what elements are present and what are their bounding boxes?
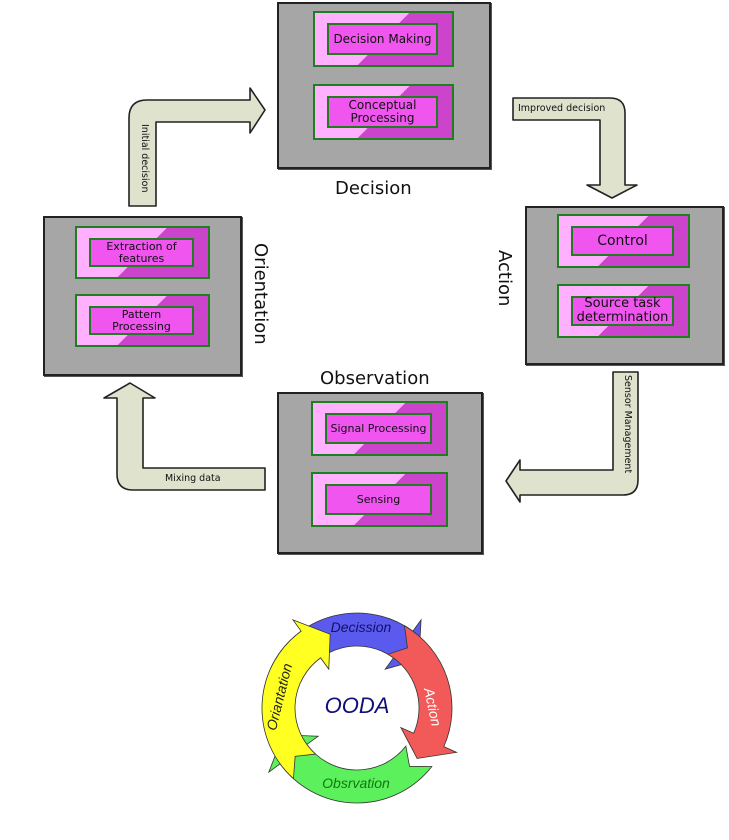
decision-making-item: Decision Making bbox=[313, 11, 454, 67]
flow-arrows bbox=[103, 87, 639, 503]
control-label: Control bbox=[571, 226, 674, 256]
mixing-data-arrow bbox=[103, 382, 266, 491]
observation-segment-label: Obsrvation bbox=[322, 775, 390, 791]
decision-segment-label: Decission bbox=[331, 619, 392, 635]
observation-segment-arrow bbox=[267, 734, 433, 804]
action-segment-label: Action bbox=[421, 685, 445, 728]
action-panel-title: Action bbox=[494, 250, 515, 307]
source-task-determination-item: Source task determination bbox=[557, 284, 690, 338]
orientation-segment-label: Oriantation bbox=[263, 661, 295, 732]
conceptual-processing-item: Conceptual Processing bbox=[313, 84, 454, 140]
sensing-item: Sensing bbox=[311, 472, 448, 527]
decision-segment-arrow bbox=[270, 612, 422, 683]
initial-decision-label: Initial decision bbox=[139, 124, 150, 193]
decision-panel-title: Decision bbox=[335, 178, 412, 199]
ooda-center-label: OODA bbox=[325, 693, 390, 718]
sensor-management-label: Sensor Management bbox=[622, 375, 633, 474]
pattern-processing-item: Pattern Processing bbox=[75, 294, 210, 347]
extraction-of-features-item: Extraction of features bbox=[75, 226, 210, 279]
orientation-segment-arrow bbox=[261, 618, 331, 780]
source-task-determination-label: Source task determination bbox=[571, 296, 674, 326]
extraction-of-features-label: Extraction of features bbox=[89, 238, 194, 267]
improved-decision-label: Improved decision bbox=[518, 103, 606, 114]
conceptual-processing-label: Conceptual Processing bbox=[327, 96, 438, 128]
sensor-management-arrow bbox=[505, 371, 639, 503]
decision-making-label: Decision Making bbox=[327, 23, 438, 55]
signal-processing-label: Signal Processing bbox=[325, 413, 432, 444]
initial-decision-arrow bbox=[128, 87, 266, 207]
orientation-panel-title: Orientation bbox=[250, 243, 271, 345]
control-item: Control bbox=[557, 214, 690, 268]
pattern-processing-label: Pattern Processing bbox=[89, 306, 194, 335]
signal-processing-item: Signal Processing bbox=[311, 401, 448, 456]
mixing-data-label: Mixing data bbox=[165, 473, 221, 484]
improved-decision-arrow bbox=[512, 97, 638, 199]
sensing-label: Sensing bbox=[325, 484, 432, 515]
action-segment-arrow bbox=[387, 624, 458, 759]
observation-panel-title: Observation bbox=[320, 368, 430, 389]
